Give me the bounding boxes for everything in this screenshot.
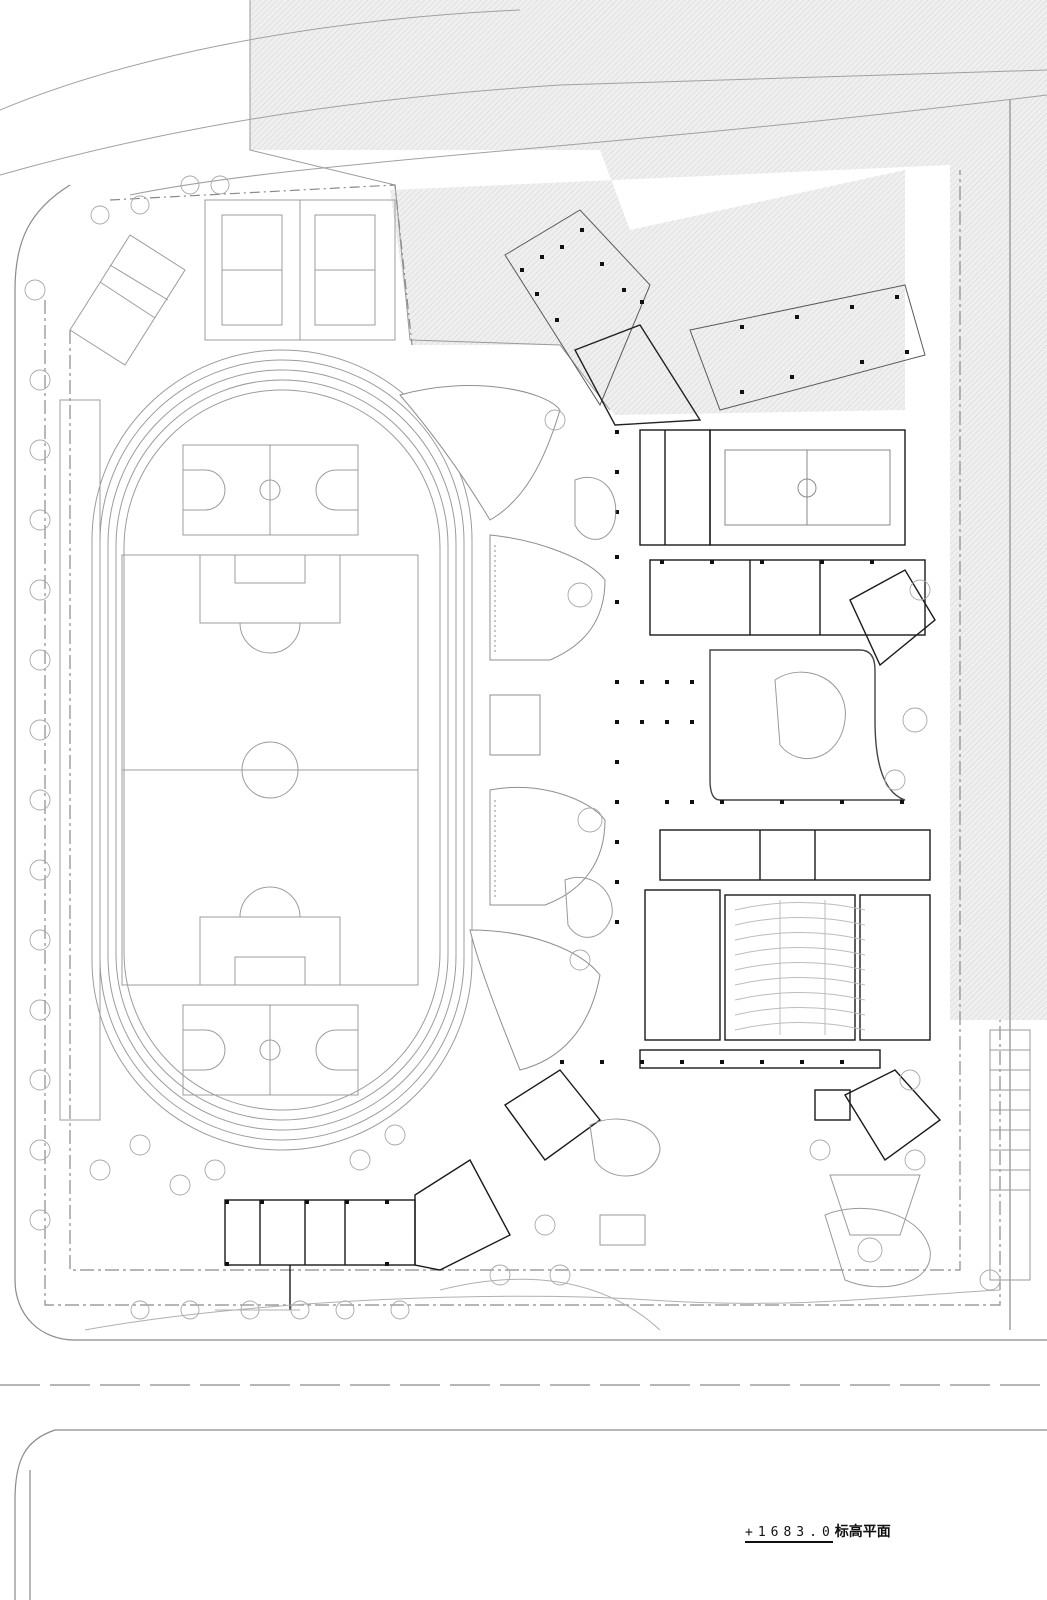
- site-boundary: [0, 100, 1047, 1600]
- auditorium-seating: [734, 900, 866, 1035]
- trees: [24, 175, 1001, 1320]
- structural-columns: [225, 228, 909, 1266]
- lower-wing-building: [224, 1069, 602, 1310]
- landscape-paths: [84, 1278, 1001, 1331]
- main-building: [639, 429, 942, 1162]
- elevation-label: +1683.0: [745, 1525, 835, 1540]
- plan-title: +1683.0标高平面: [745, 1521, 891, 1547]
- top-courts: [69, 199, 396, 366]
- football-field: [121, 554, 419, 986]
- indoor-basketball-court: [724, 449, 891, 526]
- landscape-planters: [564, 476, 1031, 1288]
- road-curves: [0, 9, 1047, 196]
- grandstand-arcs: [399, 385, 606, 1071]
- title-underline: [745, 1541, 833, 1543]
- upper-pavilions: [504, 209, 926, 426]
- running-track: [59, 349, 473, 1151]
- plan-name: 标高平面: [834, 1524, 891, 1540]
- hatched-terrain-area: [250, 0, 1047, 1020]
- basketball-courts: [182, 444, 359, 1096]
